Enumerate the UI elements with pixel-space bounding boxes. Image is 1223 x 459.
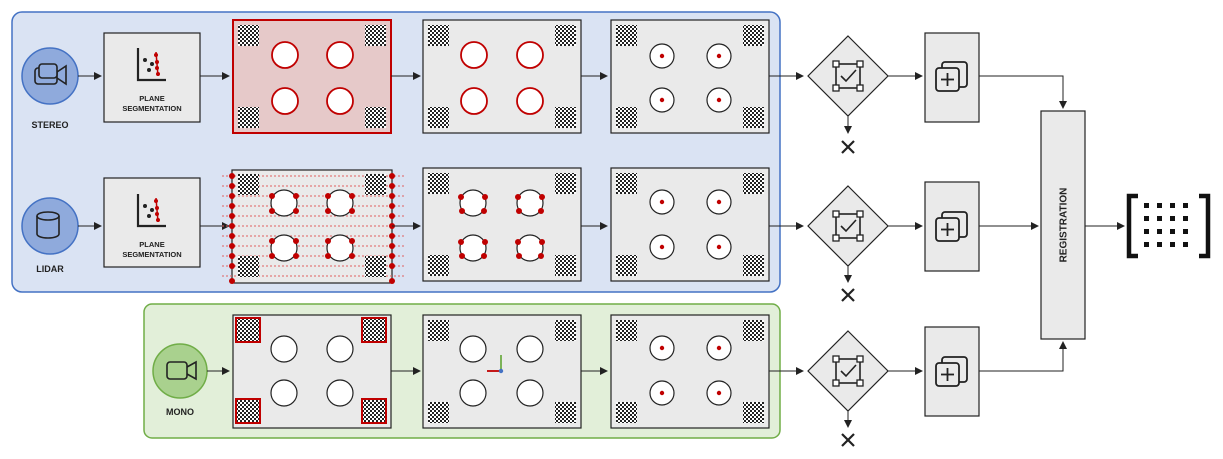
stereo-plane-segmentation-box bbox=[103, 32, 201, 123]
mono-sensor bbox=[152, 343, 208, 399]
stereo-row: STEREO PLANE SEGMENTATION bbox=[21, 19, 770, 134]
axes-icon bbox=[487, 355, 504, 374]
add-copy-icon bbox=[935, 61, 968, 92]
scatter-plot-icon bbox=[136, 48, 166, 82]
add-copy-icon bbox=[935, 356, 968, 387]
lidar-stage3-box bbox=[610, 167, 770, 282]
lidar-plane-segmentation-box bbox=[103, 177, 201, 268]
plane-seg-line2: SEGMENTATION bbox=[122, 250, 181, 259]
stereo-camera-icon bbox=[34, 63, 67, 86]
registration-label: REGISTRATION bbox=[1059, 188, 1070, 263]
plane-seg-line1: PLANE bbox=[139, 94, 164, 103]
scatter-plot-icon bbox=[136, 194, 166, 228]
add-copy-icon bbox=[935, 211, 968, 242]
plane-seg-line2: SEGMENTATION bbox=[122, 104, 181, 113]
checkbox-diamond-icon bbox=[807, 35, 889, 117]
lidar-row: LIDAR PLANE SEGMENTATION bbox=[21, 167, 770, 284]
cross-icon bbox=[841, 288, 855, 302]
cross-icon bbox=[841, 140, 855, 154]
mono-label: MONO bbox=[166, 407, 194, 417]
lidar-label: LIDAR bbox=[36, 264, 64, 274]
matrix-icon bbox=[1126, 193, 1211, 259]
cross-icon bbox=[841, 433, 855, 447]
checkerboard-icon bbox=[365, 107, 386, 128]
checkbox-diamond-icon bbox=[807, 330, 889, 412]
stereo-stage3-box bbox=[610, 19, 770, 134]
mono-row: MONO bbox=[152, 314, 770, 429]
registration-box bbox=[1040, 110, 1086, 340]
validation-stage bbox=[769, 32, 1067, 447]
stereo-label: STEREO bbox=[31, 120, 68, 130]
lidar-edge-points bbox=[229, 173, 395, 284]
mono-stage3-box bbox=[610, 314, 770, 429]
lidar-cylinder-icon bbox=[36, 211, 60, 239]
checkerboard-icon bbox=[238, 25, 259, 46]
stereo-lidar-panel bbox=[11, 11, 781, 293]
checkerboard-icon bbox=[238, 107, 259, 128]
checkerboard-icon bbox=[365, 25, 386, 46]
lidar-sensor bbox=[21, 197, 79, 255]
plane-seg-line1: PLANE bbox=[139, 240, 164, 249]
mono-camera-icon bbox=[166, 360, 197, 381]
checkbox-diamond-icon bbox=[807, 185, 889, 267]
lidar-stage2-box bbox=[422, 167, 582, 282]
stereo-stage2-box bbox=[422, 19, 582, 134]
